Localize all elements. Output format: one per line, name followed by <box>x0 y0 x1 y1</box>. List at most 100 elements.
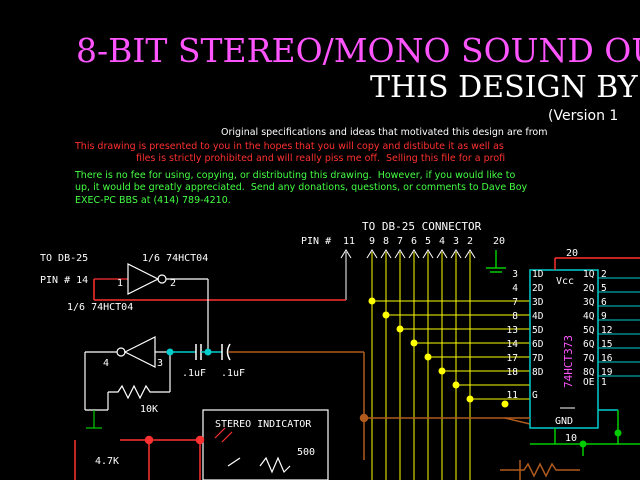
stereo-indicator-label: STEREO INDICATOR <box>215 419 312 430</box>
notes-line-2: This drawing is presented to you in the … <box>74 141 504 152</box>
ic-output-pin-number: 19 <box>601 367 613 378</box>
connector-arrow <box>340 249 352 259</box>
connector-pin-label: 11 <box>343 236 355 247</box>
connector-arrow <box>422 249 434 259</box>
notes-line-6: EXEC-PC BBS at (414) 789-4210. <box>75 195 231 206</box>
ic-input-pin-number: 3 <box>512 269 518 280</box>
ic-output-pin-number: 12 <box>601 325 612 336</box>
resistor-500-label: 500 <box>297 447 315 458</box>
ic-input-pin-name: 7D <box>532 353 544 364</box>
connector-arrow <box>450 249 462 259</box>
connector-pin-label: 3 <box>453 236 459 247</box>
connector-pin-label: 9 <box>369 236 375 247</box>
ic-output-pin-name: 8Q <box>583 367 595 378</box>
ic-vcc-label: Vcc <box>556 276 574 287</box>
connector-pin-label: 6 <box>411 236 417 247</box>
connector-arrow <box>464 249 476 259</box>
ic-input-pin-number: 13 <box>507 325 518 336</box>
connector-pin-label: 5 <box>425 236 431 247</box>
inverter-top-label: 1/6 74HCT04 <box>142 253 208 264</box>
pin14-label: PIN # 14 <box>40 275 88 286</box>
stereo-indicator <box>202 409 329 480</box>
ic-input-pin-number: 4 <box>512 283 518 294</box>
version-label: (Version 1 <box>548 108 618 124</box>
connector-arrow <box>436 249 448 259</box>
schematic-title: 8-BIT STEREO/MONO SOUND OUTP <box>76 31 640 70</box>
ic-output-pin-name: 1Q <box>583 269 595 280</box>
notes-line-5: up, it would be greatly appreciated. Sen… <box>75 182 528 193</box>
to-db25-label: TO DB-25 <box>40 253 88 264</box>
ic-input-pin-name: 1D <box>532 269 544 280</box>
ic-input-pin-number: 11 <box>507 390 519 401</box>
bus-junction <box>382 311 390 319</box>
ic-input-pin-name: 5D <box>532 325 544 336</box>
notes-line-1: Original specifications and ideas that m… <box>221 127 547 138</box>
ic-input-pin-name: 2D <box>532 283 544 294</box>
bus-junction <box>424 353 432 361</box>
ic-output-pin-number: 15 <box>601 339 612 350</box>
ic-vcc-pin: 20 <box>566 248 578 259</box>
connector-pin-label: 7 <box>397 236 403 247</box>
indicator-feed <box>74 435 205 480</box>
audio-wire <box>248 351 580 480</box>
ic-input-pin-name: 6D <box>532 339 544 350</box>
connector-arrow <box>366 249 378 259</box>
connector-title: TO DB-25 CONNECTOR <box>362 220 482 233</box>
ic-input-pin-number: 18 <box>507 367 519 378</box>
ic-output-pin-name: 3Q <box>583 297 595 308</box>
resistor-4k7-label: 4.7K <box>95 456 119 467</box>
ic-input-pin-name: 4D <box>532 311 544 322</box>
inv-pin-2: 2 <box>170 278 176 289</box>
ic-input-pin-number: 8 <box>512 311 518 322</box>
connector-arrow <box>394 249 406 259</box>
ic-output-pin-name: 5Q <box>583 325 595 336</box>
cap2-label: .1uF <box>221 368 245 379</box>
latch-ic <box>529 257 640 456</box>
ground-symbol <box>486 250 506 273</box>
ic-output-pin-number: 16 <box>601 353 613 364</box>
cap1-label: .1uF <box>182 368 206 379</box>
ic-output-pin-number: 9 <box>601 311 607 322</box>
connector-arrows <box>340 249 476 259</box>
connector-arrow <box>380 249 392 259</box>
bus-junction <box>438 367 446 375</box>
bus-junction <box>396 325 404 333</box>
inverter-top <box>94 263 209 352</box>
bus-junction <box>368 297 376 305</box>
ic-input-pin-name: 8D <box>532 367 544 378</box>
bus-junction <box>452 381 460 389</box>
ic-output-pin-name: 7Q <box>583 353 595 364</box>
inv-pin-1: 1 <box>117 278 123 289</box>
inv-pin-4: 4 <box>103 358 109 369</box>
ic-gnd-label: GND <box>555 416 573 427</box>
notes-line-4: There is no fee for using, copying, or d… <box>74 170 515 181</box>
connector-pin-label: 20 <box>493 236 505 247</box>
bus-junction-dots <box>368 297 509 408</box>
ic-input-pins: 3 1D 4 2D 7 3D 8 4D 13 5D 14 6D 17 7D 18 8D 11 G <box>507 269 544 401</box>
connector-pin-label: 2 <box>467 236 473 247</box>
designer-line: THIS DESIGN BY <box>370 70 639 105</box>
data-bus-wires <box>93 252 531 480</box>
connector-pin-label: 8 <box>383 236 389 247</box>
ic-input-pin-name: G <box>532 390 538 401</box>
notes-line-3: files is strictly prohibited and will re… <box>136 153 505 164</box>
ic-input-pin-number: 17 <box>507 353 518 364</box>
capacitors <box>166 343 248 361</box>
ic-output-pin-number: 2 <box>601 269 607 280</box>
ic-output-pin-name: OE <box>583 377 595 388</box>
ic-input-pin-number: 14 <box>507 339 519 350</box>
ic-output-pin-name: 2Q <box>583 283 595 294</box>
enable-line <box>504 417 531 425</box>
ic-output-pin-name: 6Q <box>583 339 595 350</box>
resistor-10k-label: 10K <box>140 404 158 415</box>
ic-output-pin-number: 1 <box>601 377 607 388</box>
ic-output-pin-number: 5 <box>601 283 607 294</box>
ic-part-number: 74HCT373 <box>562 335 575 388</box>
ic-output-pin-name: 4Q <box>583 311 595 322</box>
ic-input-pin-name: 3D <box>532 297 544 308</box>
connector-pin-label: 4 <box>439 236 445 247</box>
ic-input-pin-number: 7 <box>512 297 518 308</box>
bus-junction <box>410 339 418 347</box>
